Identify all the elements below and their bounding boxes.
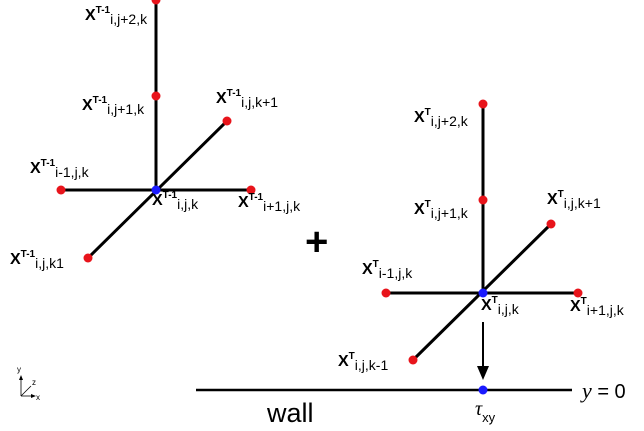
left-label-top: XT-1i,j+2,k xyxy=(85,5,148,27)
axes-triad: y z x xyxy=(17,365,40,402)
wall-node xyxy=(478,385,488,395)
left-label-back: XT-1i,j,k+1 xyxy=(216,88,278,110)
left-label-center: XT-1i,j,k xyxy=(152,190,199,212)
right-node-front xyxy=(408,355,418,365)
right-label-right: XTi+1,j,k xyxy=(570,296,625,318)
plus-sign: + xyxy=(305,220,328,264)
left-node-top xyxy=(151,0,161,5)
left-label-upper: XT-1i,j+1,k xyxy=(82,95,145,117)
right-node-right xyxy=(573,288,583,298)
right-node-top xyxy=(478,99,488,109)
wall-equation: y = 0 xyxy=(580,378,626,403)
axis-x-label: x xyxy=(36,393,40,402)
down-arrow xyxy=(477,322,489,380)
left-stencil: XT-1i,j+2,k XT-1i,j+1,k XT-1i,j,k+1 XT-1… xyxy=(10,0,301,271)
wall: wall y = 0 τxy xyxy=(196,378,626,428)
left-node-back xyxy=(222,116,232,126)
left-node-upper xyxy=(151,91,161,101)
right-label-front: XTi,j,k-1 xyxy=(338,351,388,373)
right-stencil: XTi,j+2,k XTi,j+1,k XTi,j,k+1 XTi-1,j,k … xyxy=(338,99,625,373)
right-node-back xyxy=(546,219,556,229)
left-node-front xyxy=(83,253,93,263)
axis-z-label: z xyxy=(32,378,36,387)
right-label-back: XTi,j,k+1 xyxy=(547,189,601,211)
left-label-front: XT-1i,j,k1 xyxy=(10,249,64,271)
left-node-center xyxy=(151,185,161,195)
right-label-center: XTi,j,k xyxy=(481,295,520,317)
right-label-left: XTi-1,j,k xyxy=(362,259,413,281)
wall-label: wall xyxy=(266,398,314,428)
right-node-center xyxy=(478,288,488,298)
wall-stress-label: τxy xyxy=(475,398,496,425)
right-label-upper: XTi,j+1,k xyxy=(414,199,469,221)
left-node-right xyxy=(246,185,256,195)
right-node-left xyxy=(381,288,391,298)
axis-y-label: y xyxy=(17,365,21,374)
right-node-upper xyxy=(478,195,488,205)
left-node-left xyxy=(56,185,66,195)
left-label-left: XT-1i-1,j,k xyxy=(30,158,90,180)
left-label-right: XT-1i+1,j,k xyxy=(238,192,301,214)
right-label-top: XTi,j+2,k xyxy=(414,107,469,129)
